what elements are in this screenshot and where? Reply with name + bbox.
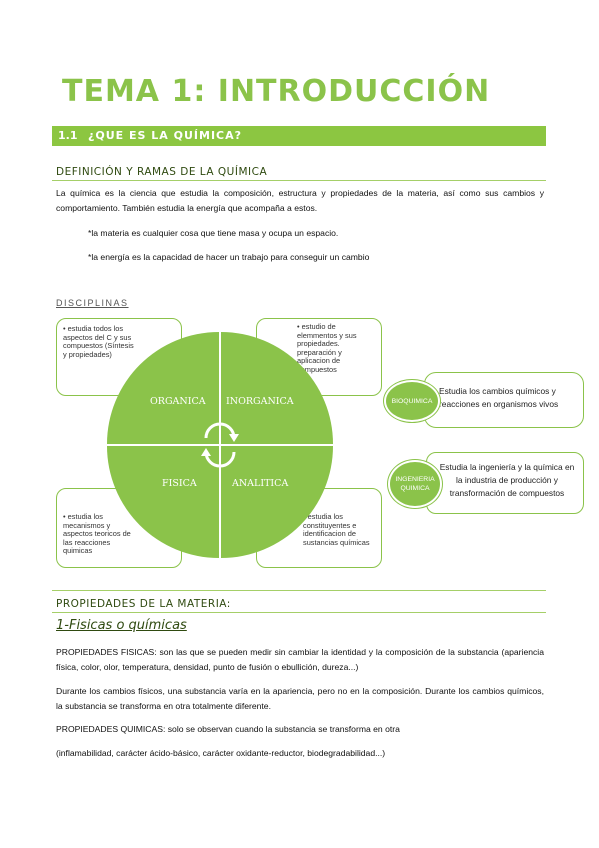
definition-paragraph: La química es la ciencia que estudia la …: [56, 188, 544, 213]
cycle-arrows-icon: [204, 422, 236, 468]
quadrant-analitica-label: ANALITICA: [232, 478, 289, 489]
section-title: ¿QUE ES LA QUÍMICA?: [88, 129, 243, 142]
section-number: 1.1: [58, 129, 78, 142]
note-matter: *la materia es cualquier cosa que tiene …: [88, 228, 339, 238]
box-organica-text: • estudia todos los aspectos del C y sus…: [63, 324, 134, 359]
physical-properties: PROPIEDADES FISICAS: son las que se pued…: [56, 647, 544, 672]
bioquimica-box: Estudia los cambios químicos y reaccione…: [424, 372, 584, 428]
chemical-properties: PROPIEDADES QUIMICAS: solo se observan c…: [56, 724, 400, 734]
page-title: TEMA 1: INTRODUCCIÓN: [62, 74, 491, 109]
quadrant-organica-label: ORGANICA: [150, 396, 206, 407]
properties-rule: [52, 612, 546, 613]
note-energy: *la energía es la capacidad de hacer un …: [88, 252, 370, 262]
section-banner: 1.1 ¿QUE ES LA QUÍMICA?: [52, 126, 546, 146]
bioquimica-description: Estudia los cambios químicos y reaccione…: [439, 386, 559, 409]
disciplines-label: DISCIPLINAS: [56, 298, 129, 308]
box-analitica-text: • estudia los constituyentes e identific…: [303, 512, 370, 547]
bioquimica-badge: BIOQUIMICA: [384, 380, 440, 422]
quadrant-inorganica-label: INORGANICA: [226, 396, 294, 407]
properties-top-rule: [52, 590, 546, 591]
quadrant-fisica-label: FISICA: [162, 478, 197, 489]
properties-subheading: 1-Fisicas o químicas: [56, 618, 187, 633]
quadrant-fisica: [107, 446, 219, 558]
box-fisica-text: • estudia los mecanismos y aspectos teor…: [63, 512, 131, 555]
ingenieria-description: Estudia la ingeniería y la química en la…: [439, 462, 575, 498]
changes-paragraph: Durante los cambios físicos, una substan…: [56, 686, 544, 711]
box-inorganica-text: • estudio de elemmentos y sus propiedade…: [297, 322, 357, 374]
chemical-examples: (inflamabilidad, carácter ácido-básico, …: [56, 748, 386, 758]
definition-heading: DEFINICIÓN Y RAMAS DE LA QUÍMICA: [56, 166, 268, 178]
quadrant-inorganica: [221, 332, 333, 444]
properties-heading: PROPIEDADES DE LA MATERIA:: [56, 598, 231, 610]
ingenieria-badge: INGENIERIA QUIMICA: [388, 460, 442, 508]
quadrant-analitica: [221, 446, 333, 558]
disciplines-circle: [107, 332, 333, 558]
box-fisica: • estudia los mecanismos y aspectos teor…: [56, 488, 182, 568]
quadrant-organica: [107, 332, 219, 444]
definition-rule: [52, 180, 546, 181]
ingenieria-box: Estudia la ingeniería y la química en la…: [426, 452, 584, 514]
